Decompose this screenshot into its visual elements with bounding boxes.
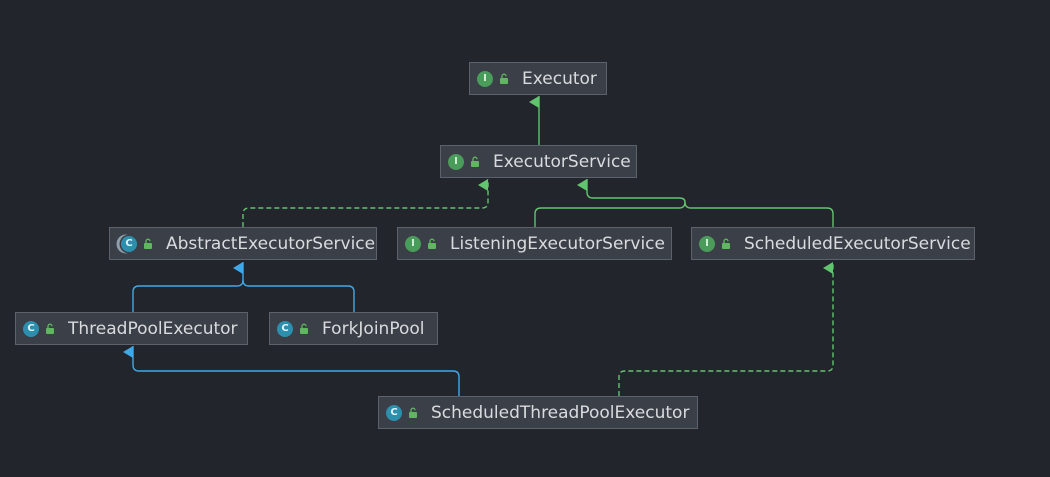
interface-icon: I — [448, 153, 464, 170]
interface-icon: I — [405, 235, 421, 252]
node-scheduled-executor-service[interactable]: I ScheduledExecutorService — [691, 227, 975, 260]
edge-thread-pool-executor-to-abstract-executor-service — [132, 262, 244, 312]
node-label: AbstractExecutorService — [166, 233, 376, 254]
class-icon: C — [386, 404, 402, 421]
node-label: ListeningExecutorService — [450, 233, 665, 254]
lock-icon — [409, 407, 417, 418]
node-listening-executor-service[interactable]: I ListeningExecutorService — [397, 227, 672, 260]
interface-icon: I — [699, 235, 715, 252]
node-scheduled-thread-pool-executor[interactable]: C ScheduledThreadPoolExecutor — [378, 396, 698, 429]
lock-icon — [300, 323, 308, 334]
node-thread-pool-executor[interactable]: C ThreadPoolExecutor — [15, 312, 248, 345]
node-label: ForkJoinPool — [322, 318, 425, 339]
class-icon: C — [277, 320, 293, 337]
node-label: ScheduledThreadPoolExecutor — [431, 402, 690, 423]
node-executor[interactable]: I Executor — [469, 62, 607, 95]
edge-fork-join-pool-to-abstract-executor-service — [242, 279, 355, 312]
lock-icon — [428, 238, 436, 249]
abstract-class-icon: C — [121, 235, 137, 252]
interface-icon: I — [477, 70, 493, 87]
lock-icon — [144, 238, 152, 249]
node-executor-service[interactable]: I ExecutorService — [440, 145, 637, 178]
edge-listening-executor-service-to-executor-service — [534, 179, 686, 227]
node-fork-join-pool[interactable]: C ForkJoinPool — [269, 312, 438, 345]
class-icon: C — [23, 320, 39, 337]
edge-scheduled-thread-pool-executor-to-scheduled-executor-service — [618, 262, 834, 396]
lock-icon — [46, 323, 54, 334]
node-label: ExecutorService — [493, 151, 631, 172]
edge-scheduled-thread-pool-executor-to-thread-pool-executor — [123, 346, 460, 396]
edge-scheduled-executor-service-to-executor-service — [684, 201, 834, 227]
node-label: ScheduledExecutorService — [744, 233, 971, 254]
lock-icon — [471, 156, 479, 167]
edge-abstract-executor-service-to-executor-service — [242, 179, 489, 227]
node-label: Executor — [522, 68, 597, 89]
lock-icon — [500, 73, 508, 84]
node-label: ThreadPoolExecutor — [68, 318, 238, 339]
lock-icon — [722, 238, 730, 249]
node-abstract-executor-service[interactable]: C AbstractExecutorService — [109, 227, 377, 260]
